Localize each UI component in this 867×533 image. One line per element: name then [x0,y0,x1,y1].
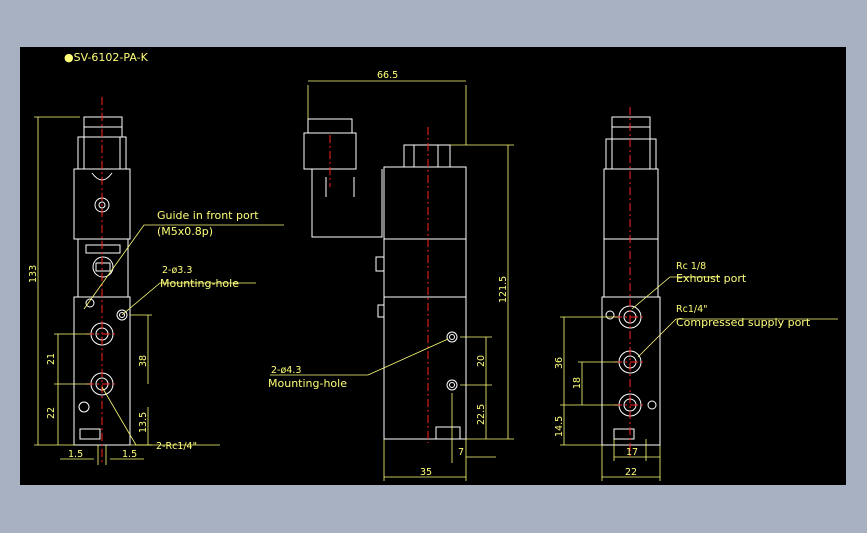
mid-connector-cap [307,118,353,134]
right-middle-block [603,238,659,298]
dim-66-5: 66.5 [377,70,398,81]
dim-20: 20 [476,355,487,367]
right-dimensions [560,276,838,481]
right-connector [605,138,657,170]
label-supply-2: Compressed supply port [676,316,811,329]
dim-21: 21 [46,353,57,365]
mid-dimensions [270,80,514,481]
right-view [601,116,661,446]
dim-22: 22 [46,407,57,419]
label-exhaust-2: Exhoust port [676,272,747,285]
label-guide-1: Guide in front port [157,209,259,222]
dim-121-5: 121.5 [498,276,509,303]
mid-mount-hole-1 [446,331,458,343]
dim-13-5: 13.5 [138,412,149,433]
middle-view [303,118,467,440]
mid-coil [383,166,467,240]
dim-18: 18 [572,377,583,389]
mid-valve-body [383,238,467,440]
label-mid-hole-1: 2-ø4.3 [271,365,301,376]
label-supply-1: Rc1/4" [676,304,707,315]
dim-38: 38 [138,355,149,367]
dim-22-right: 22 [625,467,637,478]
left-mount-hole-2 [116,309,128,321]
left-dimensions [34,116,284,465]
dim-22-5: 22.5 [476,404,487,425]
mid-top-nut [403,144,451,168]
right-valve-body [601,296,661,446]
left-centerlines [86,97,118,465]
label-exhaust-1: Rc 1/8 [676,261,706,272]
label-port-left: 2-Rc1/4" [156,441,197,452]
right-top-cap [611,116,651,140]
cad-drawing: ●SV-6102-PA-K [28,51,838,481]
dim-14-5: 14.5 [554,416,565,437]
dim-1-5-left: 1.5 [68,449,83,460]
drawing-title: ●SV-6102-PA-K [64,51,149,64]
drawing-canvas: ●SV-6102-PA-K [20,47,846,485]
right-centerlines [614,107,646,459]
dim-36: 36 [554,357,565,369]
label-hole-2: Mounting-hole [160,277,239,290]
dim-133: 133 [28,265,39,283]
left-mount-hole-1 [85,298,95,308]
label-hole-1: 2-ø3.3 [162,265,192,276]
dim-7: 7 [458,447,464,458]
label-guide-2: (M5x0.8p) [157,225,213,238]
label-mid-hole-2: Mounting-hole [268,377,347,390]
mid-mount-hole-2 [446,379,458,391]
mid-connector-body [311,169,383,238]
mid-centerlines [329,127,429,443]
dim-35: 35 [420,467,432,478]
right-solenoid [603,168,659,240]
dim-1-5-right: 1.5 [122,449,137,460]
dim-17: 17 [626,447,638,458]
